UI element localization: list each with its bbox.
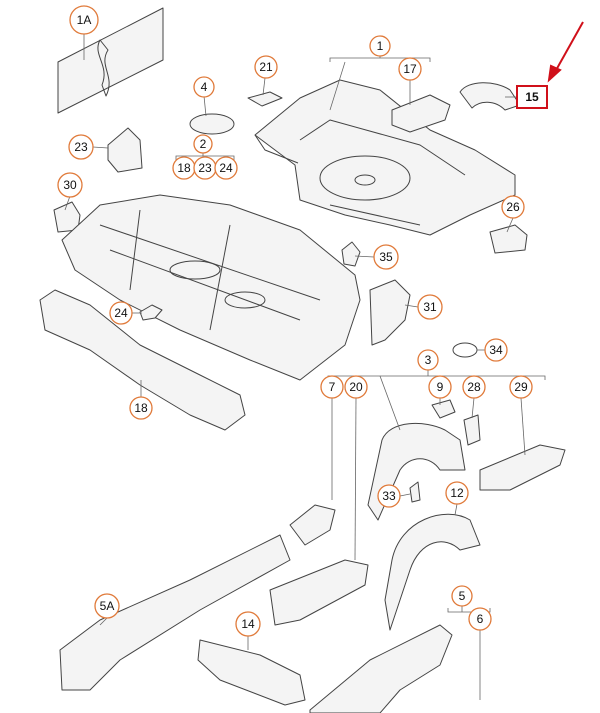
callout-29[interactable]: 29 xyxy=(509,375,533,399)
part-7-drawing xyxy=(289,504,336,546)
svg-text:33: 33 xyxy=(382,489,396,503)
part-14-drawing xyxy=(197,639,306,706)
svg-text:29: 29 xyxy=(514,380,528,394)
callout-3[interactable]: 3 xyxy=(417,349,439,371)
callout-18-top[interactable]: 18 xyxy=(172,156,196,180)
svg-text:24: 24 xyxy=(219,161,233,175)
part-21-drawing xyxy=(247,91,283,107)
part-9-drawing xyxy=(431,399,456,419)
callout-18[interactable]: 18 xyxy=(129,396,153,420)
part-4-drawing xyxy=(189,113,235,135)
svg-text:6: 6 xyxy=(477,612,484,626)
svg-text:31: 31 xyxy=(423,300,437,314)
part-34-drawing xyxy=(452,342,478,358)
callout-1[interactable]: 1 xyxy=(369,35,391,57)
callout-24[interactable]: 24 xyxy=(109,301,133,325)
svg-text:14: 14 xyxy=(241,617,255,631)
svg-text:26: 26 xyxy=(506,200,520,214)
svg-text:5A: 5A xyxy=(100,599,115,613)
callout-21[interactable]: 21 xyxy=(254,55,278,79)
svg-text:30: 30 xyxy=(63,178,77,192)
callout-28[interactable]: 28 xyxy=(462,375,486,399)
svg-text:1: 1 xyxy=(377,39,384,53)
svg-text:21: 21 xyxy=(259,60,273,74)
svg-text:12: 12 xyxy=(450,486,464,500)
svg-text:4: 4 xyxy=(201,80,208,94)
callout-1A[interactable]: 1A xyxy=(69,5,99,35)
part-26-drawing xyxy=(489,224,528,254)
part-6-drawing xyxy=(309,624,453,713)
svg-text:9: 9 xyxy=(437,380,444,394)
callout-24-top[interactable]: 24 xyxy=(214,156,238,180)
svg-text:2: 2 xyxy=(200,137,207,151)
callout-34[interactable]: 34 xyxy=(484,338,508,362)
svg-text:15: 15 xyxy=(525,90,539,104)
part-24-drawing xyxy=(139,304,163,321)
svg-text:7: 7 xyxy=(329,380,336,394)
callout-23-top[interactable]: 23 xyxy=(193,156,217,180)
callout-33[interactable]: 33 xyxy=(377,484,401,508)
callout-2[interactable]: 2 xyxy=(193,134,213,154)
part-23-drawing xyxy=(107,127,143,173)
svg-text:17: 17 xyxy=(403,62,417,76)
part-18-drawing xyxy=(39,289,246,431)
part-31-drawing xyxy=(369,279,411,346)
svg-text:5: 5 xyxy=(459,589,466,603)
callout-17[interactable]: 17 xyxy=(398,57,422,81)
highlight-arrow xyxy=(547,21,584,83)
svg-text:18: 18 xyxy=(177,161,191,175)
part-2-drawing xyxy=(61,194,361,381)
svg-text:18: 18 xyxy=(134,401,148,415)
part-5A-drawing xyxy=(59,534,291,691)
part-1A-drawing xyxy=(57,7,164,114)
part-15-drawing xyxy=(459,82,521,111)
svg-text:20: 20 xyxy=(349,380,363,394)
callout-35[interactable]: 35 xyxy=(373,244,399,270)
callout-31[interactable]: 31 xyxy=(417,294,443,320)
callout-23[interactable]: 23 xyxy=(68,134,94,160)
part-30-drawing xyxy=(53,201,81,233)
svg-text:3: 3 xyxy=(425,353,432,367)
part-3-drawing xyxy=(367,422,466,521)
callout-20[interactable]: 20 xyxy=(344,375,368,399)
svg-text:34: 34 xyxy=(489,343,503,357)
callout-5A[interactable]: 5A xyxy=(94,593,120,619)
callout-14[interactable]: 14 xyxy=(235,611,261,637)
part-28-drawing xyxy=(463,414,481,446)
callout-15[interactable]: 15 xyxy=(516,85,548,109)
part-33-drawing xyxy=(409,481,421,503)
svg-text:35: 35 xyxy=(379,250,393,264)
svg-text:28: 28 xyxy=(467,380,481,394)
part-35-drawing xyxy=(341,241,361,267)
callout-9[interactable]: 9 xyxy=(428,375,452,399)
svg-text:23: 23 xyxy=(198,161,212,175)
callout-26[interactable]: 26 xyxy=(501,195,525,219)
part-29-drawing xyxy=(479,444,566,491)
callout-30[interactable]: 30 xyxy=(57,172,83,198)
callout-7[interactable]: 7 xyxy=(320,375,344,399)
part-20-drawing xyxy=(269,559,369,626)
leader-lines xyxy=(64,34,546,700)
svg-text:24: 24 xyxy=(114,306,128,320)
callout-6[interactable]: 6 xyxy=(468,607,492,631)
part-1-drawing xyxy=(254,79,516,236)
callout-12[interactable]: 12 xyxy=(445,481,469,505)
part-17-drawing xyxy=(391,94,451,133)
svg-text:23: 23 xyxy=(74,140,88,154)
svg-text:1A: 1A xyxy=(77,13,92,27)
part-12-drawing xyxy=(384,513,481,631)
callout-4[interactable]: 4 xyxy=(193,76,215,98)
callout-5[interactable]: 5 xyxy=(451,585,473,607)
